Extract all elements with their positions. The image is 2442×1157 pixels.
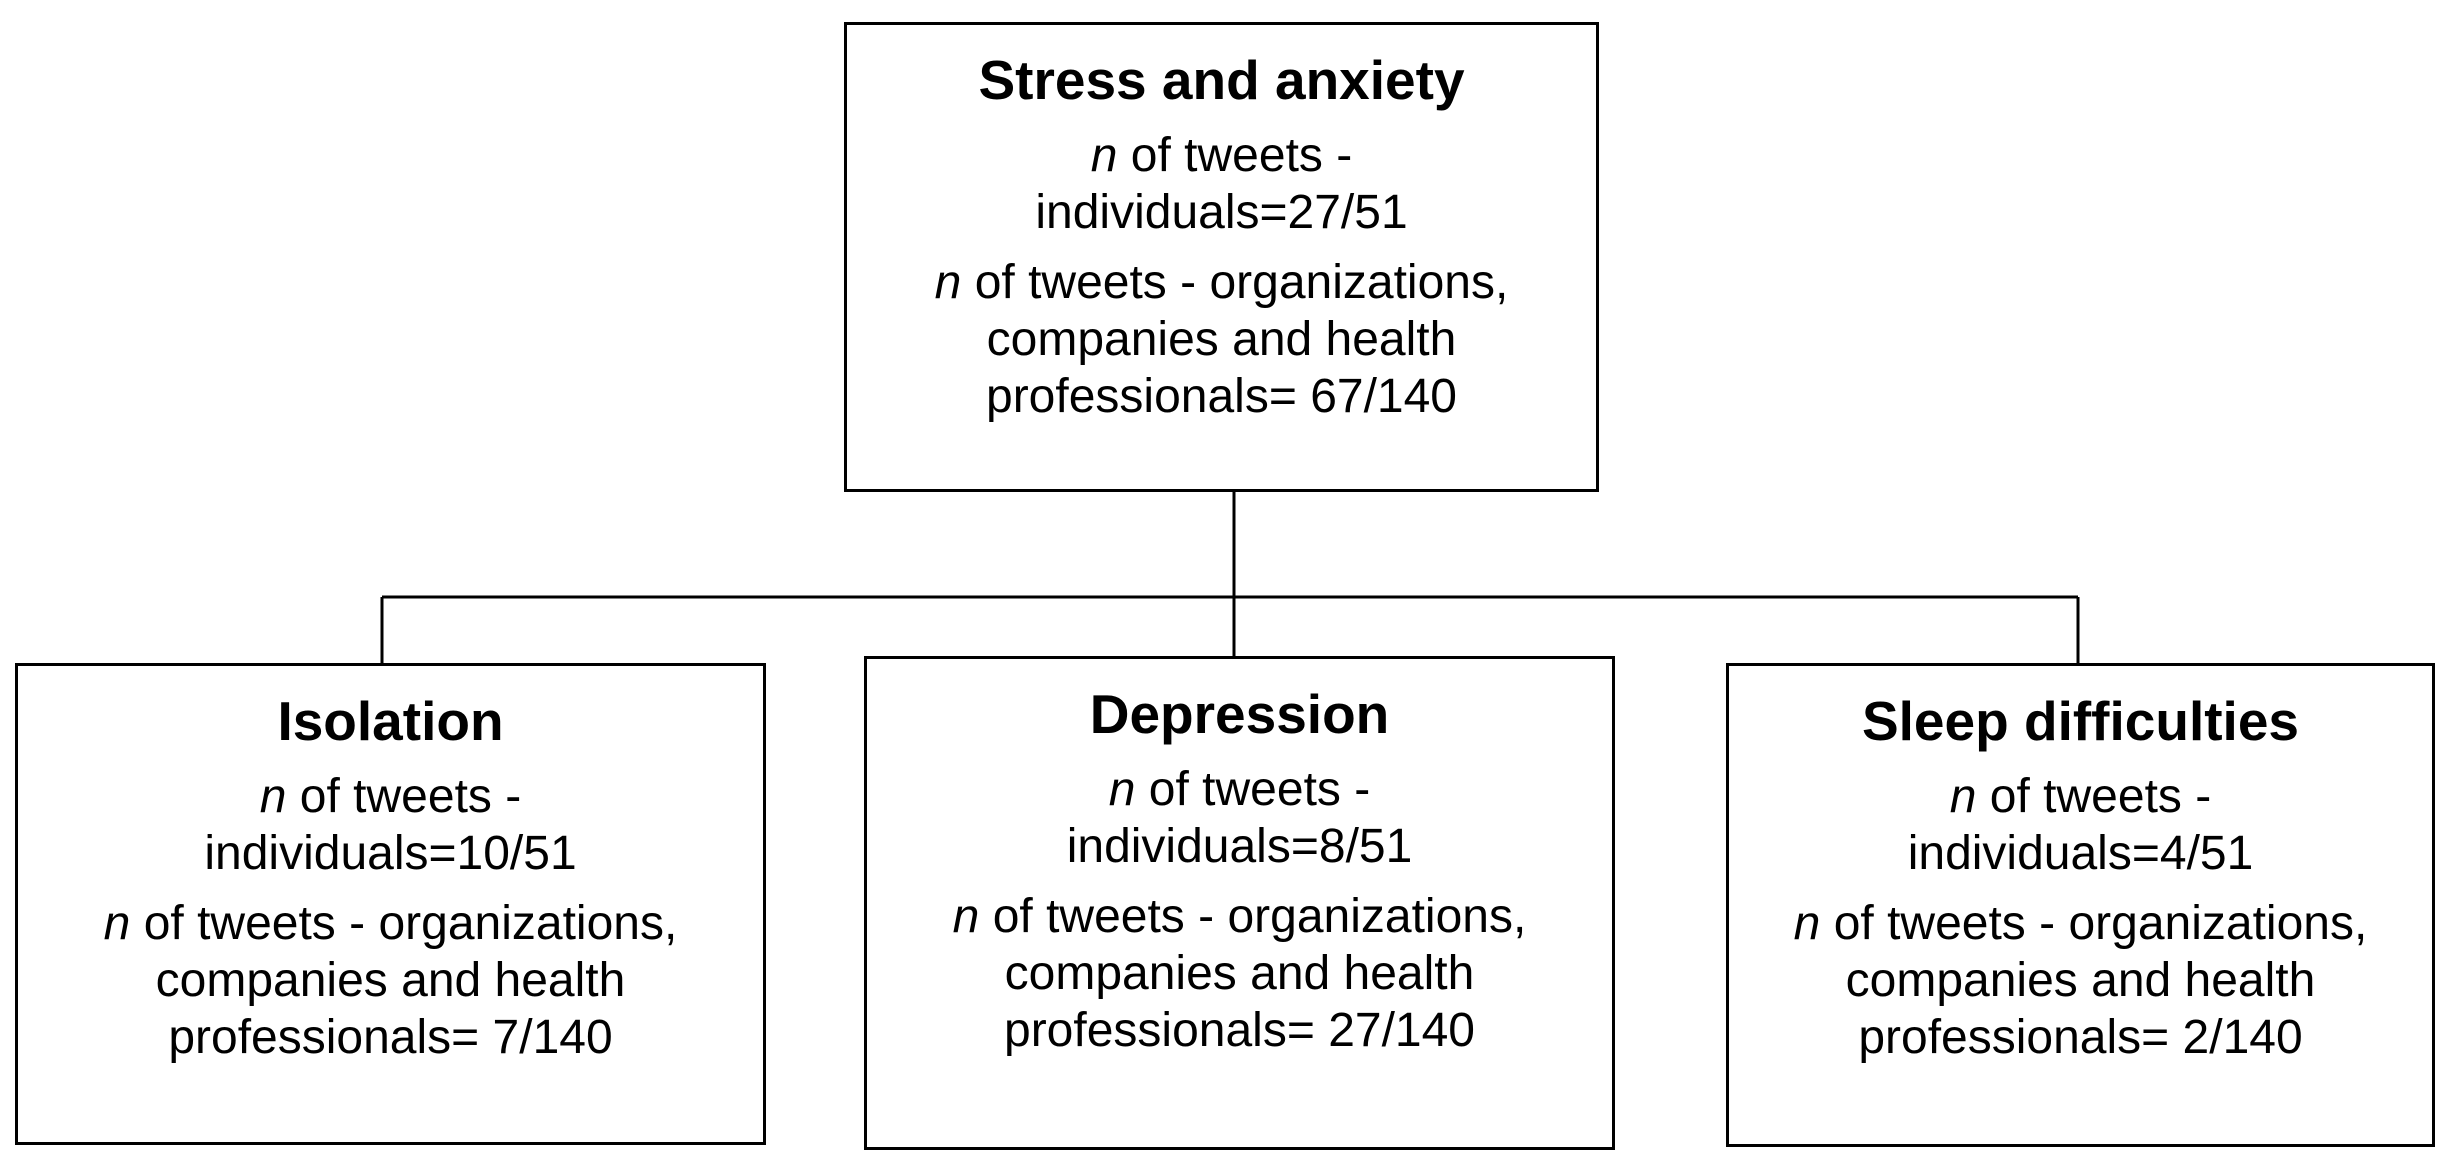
n-symbol: n <box>259 770 287 823</box>
depression-node: Depression n of tweets - individuals=8/5… <box>864 656 1615 1150</box>
n-symbol: n <box>1793 897 1821 950</box>
node-title: Sleep difficulties <box>1861 690 2300 752</box>
sleep-difficulties-node: Sleep difficulties n of tweets - individ… <box>1726 663 2435 1147</box>
stress-and-anxiety-node: Stress and anxiety n of tweets - individ… <box>844 22 1599 492</box>
individuals-count: n of tweets - individuals=8/51 <box>1066 763 1413 873</box>
organizations-count: n of tweets - organizations, companies a… <box>934 256 1509 423</box>
n-symbol: n <box>934 256 962 309</box>
organizations-count: n of tweets - organizations, companies a… <box>952 890 1527 1057</box>
node-title: Stress and anxiety <box>978 49 1465 111</box>
individuals-count: n of tweets - individuals=10/51 <box>204 770 577 880</box>
n-symbol: n <box>1108 763 1136 816</box>
n-symbol: n <box>1090 129 1118 182</box>
individuals-count: n of tweets - individuals=4/51 <box>1907 770 2254 880</box>
node-title: Isolation <box>277 690 504 752</box>
n-symbol: n <box>952 890 980 943</box>
n-symbol: n <box>1949 770 1977 823</box>
organizations-count: n of tweets - organizations, companies a… <box>1793 897 2368 1064</box>
organizations-count: n of tweets - organizations, companies a… <box>103 897 678 1064</box>
node-title: Depression <box>1089 683 1390 745</box>
individuals-count: n of tweets - individuals=27/51 <box>1035 129 1408 239</box>
isolation-node: Isolation n of tweets - individuals=10/5… <box>15 663 766 1145</box>
n-symbol: n <box>103 897 131 950</box>
